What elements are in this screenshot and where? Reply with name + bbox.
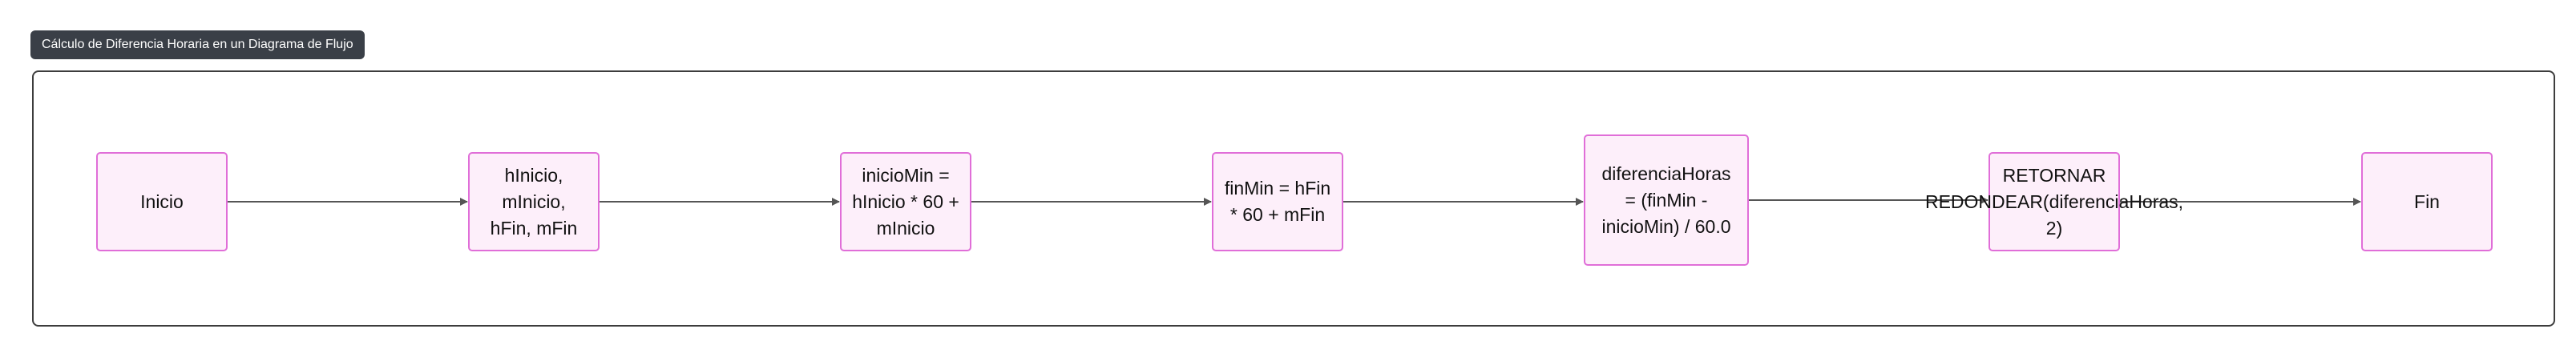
node-retornar[interactable]: RETORNAR REDONDEAR(diferenciaHoras, 2) <box>1925 152 2183 251</box>
node-label: hInicio, mInicio, hFin, mFin <box>490 164 578 239</box>
node-fin-min[interactable]: finMin = hFin * 60 + mFin <box>1212 152 1343 251</box>
node-diferencia[interactable]: diferenciaHoras = (finMin - inicioMin) /… <box>1584 134 1749 266</box>
node-label: Inicio <box>140 191 184 212</box>
node-entrada[interactable]: hInicio, mInicio, hFin, mFin <box>468 152 600 251</box>
node-fin[interactable]: Fin <box>2361 152 2493 251</box>
node-label: inicioMin = hInicio * 60 + mInicio <box>852 164 959 239</box>
node-label: Fin <box>2414 191 2440 212</box>
node-inicio[interactable]: Inicio <box>96 152 228 251</box>
node-label: RETORNAR REDONDEAR(diferenciaHoras, 2) <box>1924 164 2184 239</box>
node-inicio-min[interactable]: inicioMin = hInicio * 60 + mInicio <box>840 152 971 251</box>
node-label: diferenciaHoras = (finMin - inicioMin) /… <box>1601 162 1731 237</box>
node-label: finMin = hFin * 60 + mFin <box>1224 178 1331 225</box>
diagram-frame <box>32 70 2555 327</box>
diagram-title: Cálculo de Diferencia Horaria en un Diag… <box>30 30 365 59</box>
